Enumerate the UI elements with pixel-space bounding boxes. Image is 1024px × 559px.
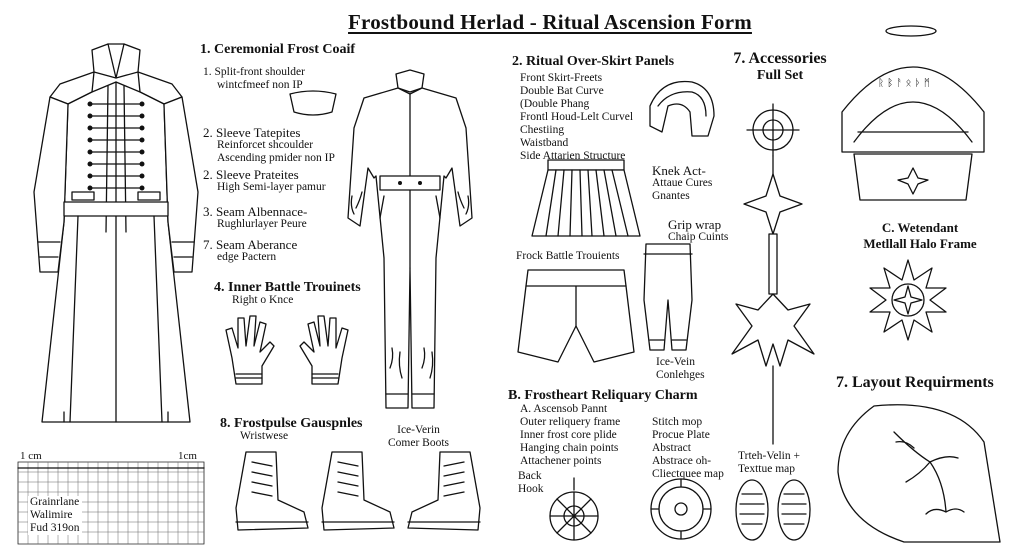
halo-ring-icon	[884, 24, 938, 38]
frock-trousers-icon	[514, 266, 638, 366]
boot-mid-icon	[318, 448, 398, 536]
glove-right-icon	[296, 308, 356, 388]
charm-heading: B. Frostheart Reliquary Charm	[508, 388, 698, 403]
coif-item-4: 3. Seam Albennace- Rughlurlayer Peure	[203, 204, 308, 230]
staff-illustration	[728, 104, 818, 444]
sole-right-icon	[776, 478, 812, 542]
charm-right-list: Stitch mop Procue Plate Abstract Abstrac…	[652, 416, 724, 480]
knee-label: Knek Act- Attaue Cures Gnantes	[652, 163, 713, 202]
frock-label: Frock Battle Trouients	[516, 250, 620, 262]
scale-grid	[18, 462, 204, 544]
page-title: Frostbound Herlad - Ritual Ascension For…	[348, 10, 752, 34]
accessories-heading: 7. Accessories Full Set	[733, 50, 827, 83]
shoulder-piece-sketch	[288, 90, 338, 118]
gloves-sub: Right o Knce	[232, 294, 294, 306]
coif-item-2: 2. Sleeve Tatepites Reinforcet shcoulder…	[203, 125, 335, 164]
gauntlets-sub: Wristwese	[240, 430, 289, 442]
ice-vein-panel-illustration	[834, 402, 1004, 546]
boot-right-icon	[404, 448, 484, 536]
svg-text:ᚱ ᛒ ᚨ ᛟ ᚦ ᛗ: ᚱ ᛒ ᚨ ᛟ ᚦ ᛗ	[878, 78, 930, 89]
battle-suit-illustration	[340, 68, 480, 416]
coat-illustration	[20, 42, 210, 432]
sole-left-icon	[734, 478, 770, 542]
grip-label: Grip wrap Chaip Cuints	[668, 217, 729, 243]
overskirt-icon	[528, 156, 644, 240]
coif-item-3: 2. Sleeve Prateites High Semi-layer pamu…	[203, 167, 326, 193]
skirt-items: Front Skirt-Freets Double Bat Curve (Dou…	[520, 72, 634, 162]
scale-left-label: 1 cm	[20, 450, 42, 462]
texture-label: Trteh-Velin +Texttue map	[738, 450, 800, 475]
gauntlets-heading: 8. Frostpulse Gauspnles	[220, 416, 363, 431]
scale-right-label: 1cm	[178, 450, 197, 462]
charm-back-icon	[648, 476, 714, 542]
sunburst-halo-icon	[866, 258, 950, 342]
charm-front-icon	[544, 478, 604, 544]
layout-heading: 7. Layout Requirments	[836, 374, 994, 391]
skirt-heading: 2. Ritual Over-Skirt Panels	[512, 54, 675, 69]
charm-left-list: A. Ascensob Pannt Outer reliquery frame …	[520, 403, 621, 467]
coif-item-5: 7. Seam Aberance edge Pactern	[203, 237, 298, 263]
hood-icon	[642, 76, 722, 146]
glove-left-icon	[218, 308, 278, 388]
halo-arch-illustration: ᚱ ᛒ ᚨ ᛟ ᚦ ᛗ	[838, 42, 988, 202]
breeches-icon	[640, 240, 696, 360]
gloves-heading: 4. Inner Battle Trouinets	[214, 280, 361, 295]
coif-heading: 1. Ceremonial Frost Coaif	[200, 42, 356, 57]
boot-left-icon	[232, 448, 312, 536]
